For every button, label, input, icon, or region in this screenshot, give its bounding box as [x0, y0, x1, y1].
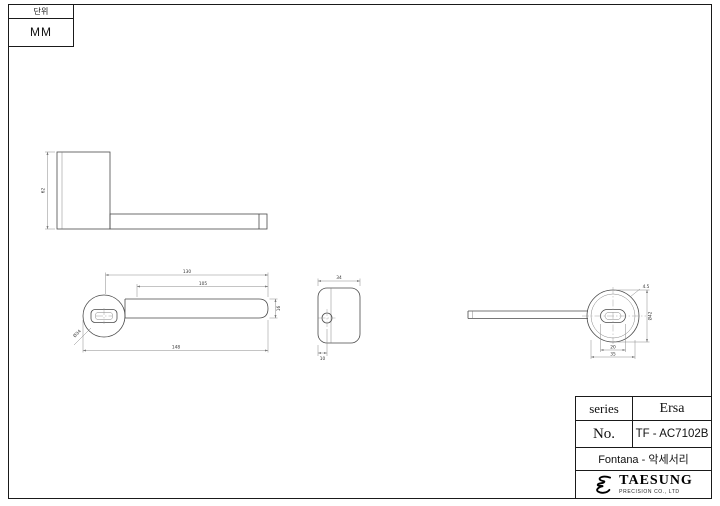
dim-inner-diameter: 35	[610, 351, 616, 357]
dim-length-inner: 105	[199, 281, 207, 287]
dim-right-diameter: Ø42	[647, 311, 654, 320]
unit-label: 단위	[9, 5, 73, 19]
title-block: series Ersa No. TF - AC7102B Fontana - 악…	[575, 396, 711, 498]
company-subtitle: PRECISION CO., LTD	[619, 489, 680, 496]
product-name: Fontana - 악세서리	[598, 454, 689, 466]
no-label: No.	[576, 421, 633, 447]
dim-side-offset: 10	[320, 356, 326, 362]
dim-ring-gap: 4.5	[643, 284, 650, 290]
dim-length-outer: 130	[183, 269, 191, 275]
dim-slot-width: 20	[610, 344, 616, 350]
view-top: 62	[41, 151, 268, 230]
title-block-no-row: No. TF - AC7102B	[576, 421, 711, 448]
title-block-product-row: Fontana - 악세서리	[576, 448, 711, 471]
series-value: Ersa	[659, 400, 685, 416]
dim-length-total: 148	[172, 345, 180, 351]
drawing-border	[8, 4, 712, 499]
unit-value: MM	[30, 25, 52, 39]
company-logo: TAESUNG PRECISION CO., LTD	[576, 471, 711, 498]
dim-top-height: 62	[41, 188, 47, 194]
view-side: 34 10	[317, 275, 361, 362]
dim-plate-diameter: Ø34	[71, 328, 82, 339]
unit-box: 단위 MM	[9, 5, 74, 47]
dim-bar-height: 16	[276, 306, 282, 312]
company-text: TAESUNG PRECISION CO., LTD	[619, 472, 693, 496]
company-name: TAESUNG	[619, 472, 693, 488]
taesung-logo-icon	[596, 475, 612, 494]
no-value: TF - AC7102B	[635, 428, 709, 440]
view-front: 130 105 148 16 Ø34	[71, 269, 282, 353]
view-right: Ø42 4.5 20 35	[467, 284, 654, 359]
dim-side-width: 34	[336, 275, 342, 281]
title-block-series-row: series Ersa	[576, 397, 711, 421]
series-label: series	[576, 397, 633, 420]
